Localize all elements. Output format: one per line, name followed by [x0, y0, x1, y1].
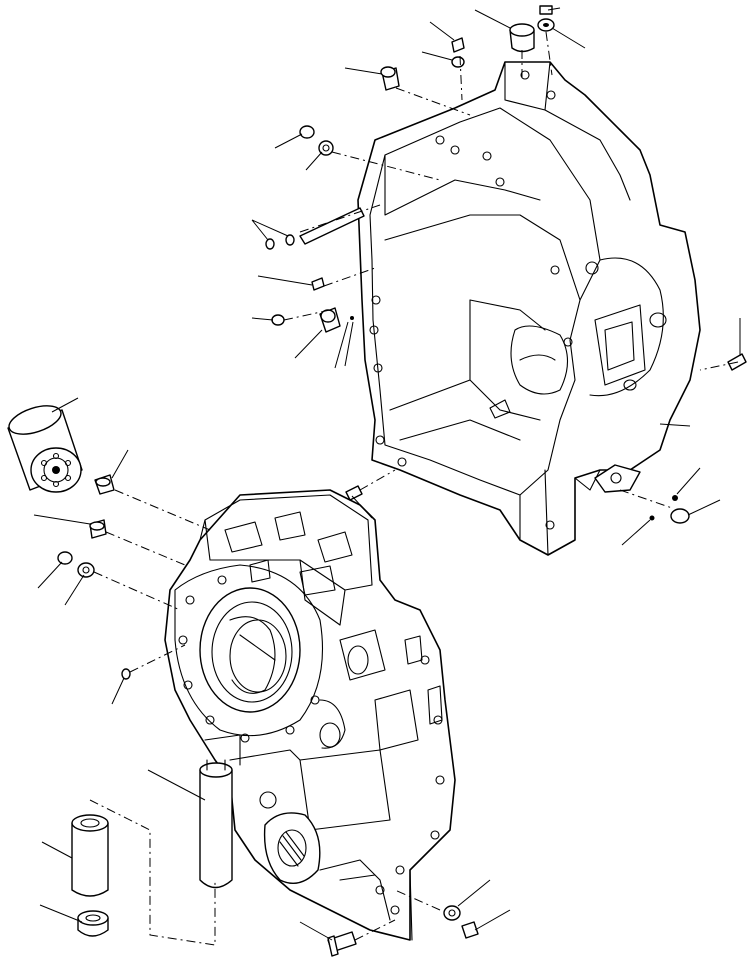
tube-cap	[77, 910, 109, 937]
front-housing	[164, 489, 456, 941]
filter-tube	[71, 814, 109, 897]
callout-leaders	[33, 7, 741, 941]
rear-housing	[357, 61, 701, 556]
rear-housing-bolt-holes	[369, 70, 599, 530]
strainer-housing	[199, 734, 241, 889]
assembly-center-lines	[89, 31, 739, 946]
fasteners	[57, 5, 747, 957]
oil-filter	[7, 405, 83, 493]
